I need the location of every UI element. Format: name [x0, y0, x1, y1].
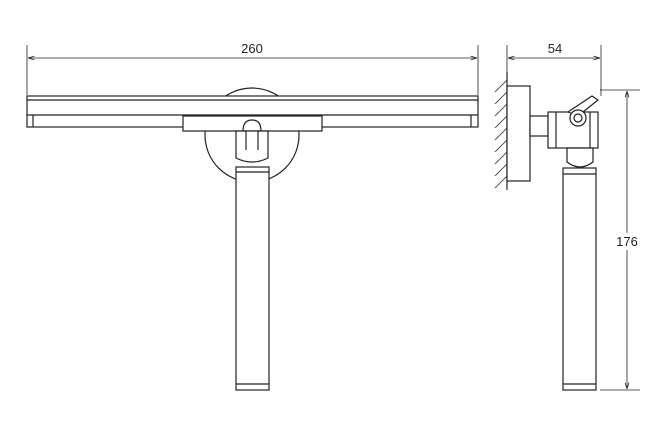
mount-plate-side	[506, 85, 531, 182]
handle-joint	[235, 130, 269, 163]
height-label-background	[614, 233, 640, 250]
height-dimension-label: 176	[616, 234, 638, 249]
handle-joint-side	[566, 147, 594, 168]
width-dimension-label: 260	[241, 41, 263, 56]
wall-hatching	[494, 72, 508, 190]
lever-pivot-inner	[573, 113, 583, 123]
handle-side	[562, 167, 597, 391]
handle	[235, 166, 270, 391]
front-view: 260	[26, 41, 479, 391]
side-view: 54	[494, 41, 640, 391]
center-clamp	[182, 115, 323, 132]
depth-dimension-label: 54	[548, 41, 562, 56]
joint-hook	[242, 119, 262, 132]
mount-arm	[529, 115, 549, 137]
